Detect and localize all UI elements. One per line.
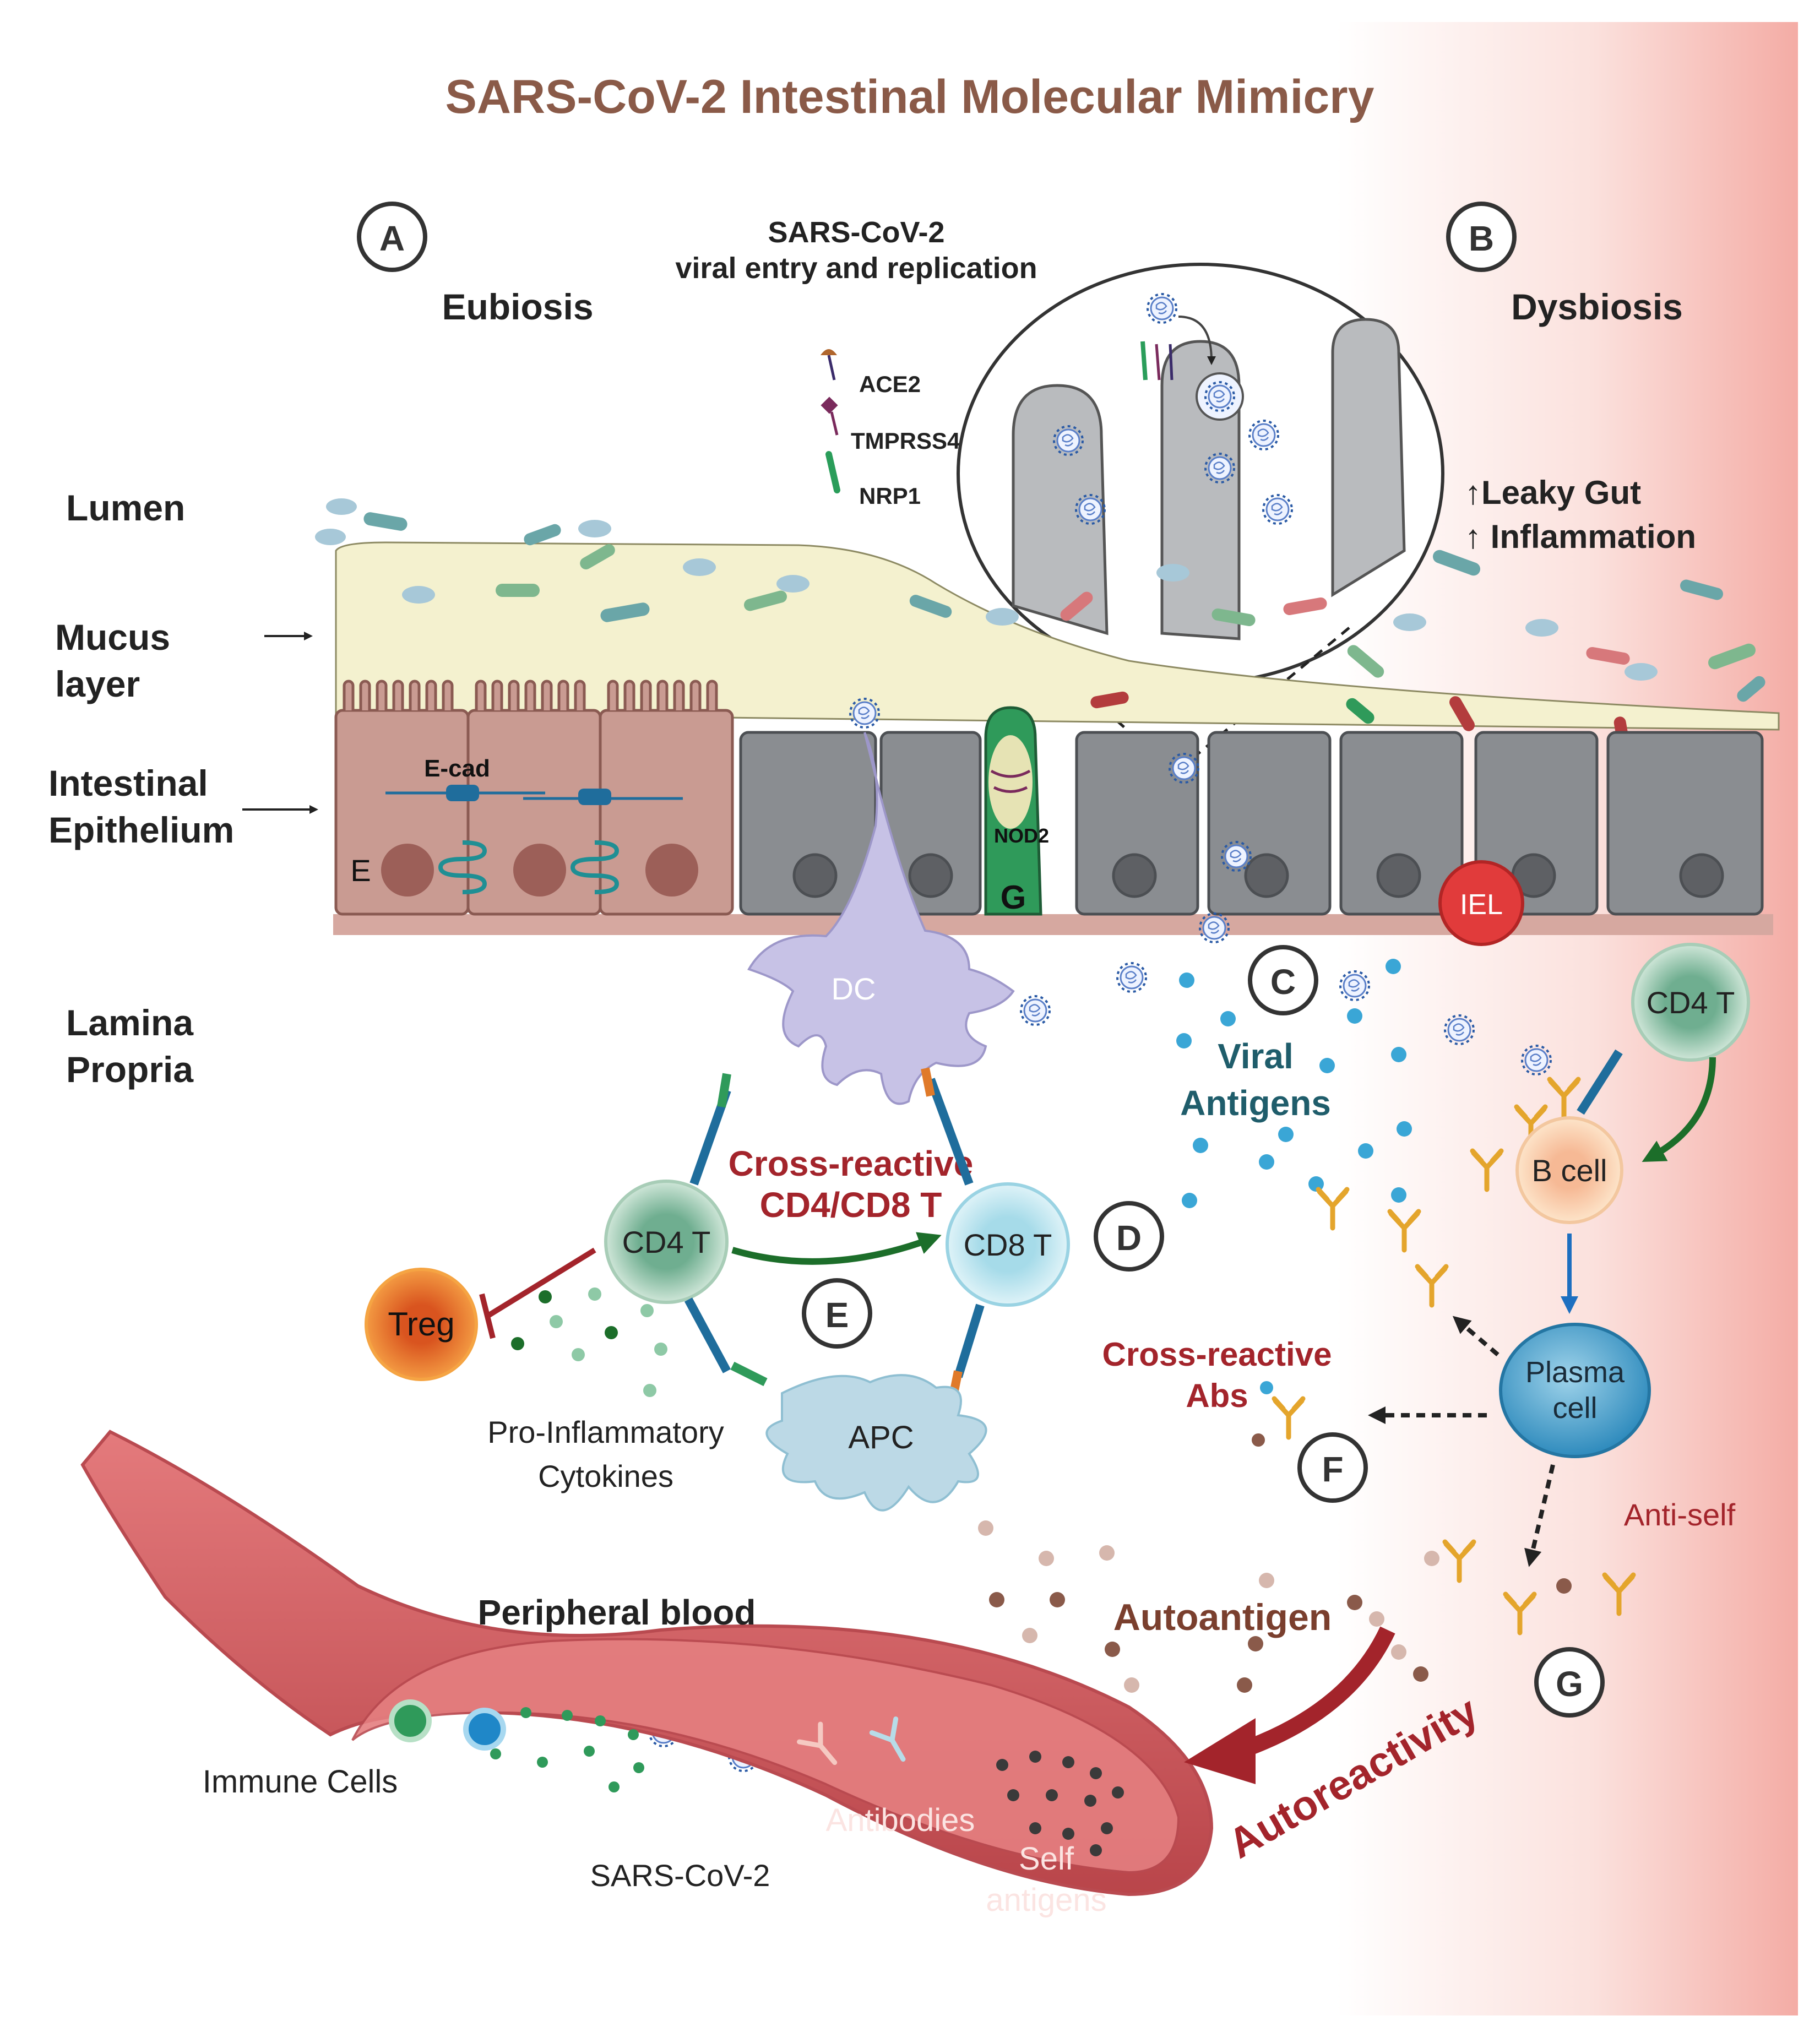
panel-g-letter: G: [1556, 1664, 1583, 1704]
panel-f-marker: [1297, 1432, 1368, 1503]
autoantigen-label: Autoantigen: [1113, 1596, 1332, 1638]
cd4-t-cell-left: [604, 1180, 729, 1304]
nrp1-icon: [825, 451, 840, 493]
cytokine-dots: [511, 1287, 667, 1397]
receptor-label-ace2: ACE2: [859, 371, 921, 397]
goblet-cell: [984, 706, 1042, 916]
cd4-t-left-label: CD4 T: [622, 1225, 711, 1259]
treg-cell: [365, 1268, 478, 1381]
viral-entry-title-line1: SARS-CoV-2: [768, 216, 944, 249]
eubiosis-label: Eubiosis: [442, 286, 593, 327]
cytokines-label-line2: Cytokines: [538, 1459, 673, 1493]
iel-label: IEL: [1460, 889, 1503, 921]
blood-cytokines: [490, 1707, 644, 1792]
blood-immune-cell-green: [389, 1699, 432, 1742]
blood-self-antigens: [996, 1751, 1124, 1856]
panel-a-letter: A: [379, 219, 405, 258]
panel-c-marker: [1248, 945, 1318, 1015]
receptor-label-tmprss4: TMPRSS4: [851, 428, 960, 454]
panel-e-letter: E: [825, 1295, 849, 1335]
mucus-label-line1: Mucus: [55, 617, 170, 658]
panel-b-marker: [1446, 202, 1517, 272]
panel-d-letter: D: [1116, 1218, 1142, 1258]
ace2-icon: [821, 349, 837, 355]
cytokines-label-line1: Pro-Inflammatory: [487, 1415, 724, 1449]
nod2-label: NOD2: [994, 824, 1049, 847]
cross-reactive-abs-line2: Abs: [1186, 1377, 1248, 1414]
cd4-to-cd8-arrow: [731, 1232, 942, 1265]
viral-antigens-line1: Viral: [1218, 1036, 1294, 1076]
cd4-to-bcell-arrow: [1642, 1057, 1716, 1162]
lamina-label-line1: Lamina: [66, 1002, 194, 1043]
cd4-t-right-label: CD4 T: [1647, 985, 1735, 1020]
receptor-label-nrp1: NRP1: [859, 483, 921, 509]
lamina-label-line2: Propria: [66, 1049, 194, 1090]
treg-label: Treg: [388, 1306, 454, 1343]
iel-cell: [1438, 860, 1524, 946]
autoreactivity-arrow: [1236, 1626, 1395, 1759]
inflammation-label: ↑ Inflammation: [1465, 518, 1696, 555]
epithelium-label-line2: Epithelium: [48, 809, 234, 850]
plasma-cell-label-line2: cell: [1552, 1392, 1597, 1425]
b-cell: [1515, 1116, 1623, 1224]
anti-self-label: Anti-self: [1624, 1497, 1736, 1532]
tcr-bcell-link: [1577, 1049, 1623, 1115]
cross-reactive-abs-line1: Cross-reactive: [1102, 1336, 1332, 1373]
dc-cell: [747, 732, 1015, 1105]
tcr-connections: [684, 1067, 985, 1400]
mucus-label-line2: layer: [55, 664, 140, 704]
viral-antigens-line2: Antigens: [1180, 1083, 1331, 1123]
panel-a-marker: [357, 202, 427, 272]
cd8-t-cell: [946, 1182, 1070, 1307]
enterocyte-label: E: [350, 853, 371, 888]
panel-f-letter: F: [1322, 1449, 1343, 1489]
viral-antigen-dots: [1176, 959, 1412, 1208]
panel-e-marker: [802, 1278, 872, 1349]
panel-b-letter: B: [1469, 219, 1494, 258]
immune-cells-label: Immune Cells: [203, 1764, 398, 1800]
b-cell-label: B cell: [1532, 1153, 1607, 1188]
goblet-label: G: [1001, 879, 1026, 916]
sars-cov-2-blood-label: SARS-CoV-2: [590, 1858, 770, 1893]
epithelium-label-line1: Intestinal: [48, 763, 208, 803]
panel-d-marker: [1094, 1201, 1164, 1272]
dc-label: DC: [832, 971, 876, 1006]
cross-reactive-t-line2: CD4/CD8 T: [760, 1185, 942, 1225]
diagram-title: SARS-CoV-2 Intestinal Molecular Mimicry: [446, 70, 1374, 123]
self-antigens-label-line1: Self: [1019, 1841, 1074, 1877]
plasma-to-viral-abs-arrow: [1452, 1316, 1500, 1357]
leaky-gut-label: ↑Leaky Gut: [1465, 474, 1641, 511]
plasma-to-anti-self-arrow: [1524, 1464, 1555, 1567]
viral-entry-inset: [957, 263, 1444, 684]
cd8-t-label: CD8 T: [964, 1227, 1052, 1262]
antibodies-label: Antibodies: [826, 1802, 975, 1838]
treg-inhibition-line: [486, 1247, 596, 1319]
blood-immune-cell-blue: [463, 1708, 506, 1751]
apc-label: APC: [848, 1420, 914, 1455]
plasma-cell: [1499, 1323, 1651, 1458]
lumen-label: Lumen: [66, 487, 185, 528]
viral-entry-title-line2: viral entry and replication: [675, 252, 1037, 285]
blood-antibodies: [797, 1716, 906, 1765]
microbiota: [315, 498, 1765, 749]
cross-reactive-t-line1: Cross-reactive: [729, 1144, 974, 1183]
plasma-cell-label-line1: Plasma: [1525, 1356, 1625, 1389]
apc-cell: [765, 1374, 987, 1512]
peripheral-blood-title: Peripheral blood: [478, 1593, 756, 1632]
epithelial-cells-dysbiosis: [739, 731, 1764, 916]
dysbiosis-label: Dysbiosis: [1511, 286, 1683, 327]
basement-membrane: [333, 914, 1773, 935]
panel-g-marker: [1534, 1647, 1605, 1718]
cd4-t-cell-right: [1631, 943, 1750, 1062]
epithelial-cells-eubiosis: [334, 680, 734, 916]
receptor-legend: ACE2 TMPRSS4 NRP1: [821, 349, 960, 509]
panel-c-letter: C: [1270, 962, 1296, 1002]
self-antigens-label-line2: antigens: [986, 1882, 1106, 1918]
autoantigen-dots: [978, 1520, 1572, 1693]
ecad-label: E-cad: [424, 755, 490, 782]
